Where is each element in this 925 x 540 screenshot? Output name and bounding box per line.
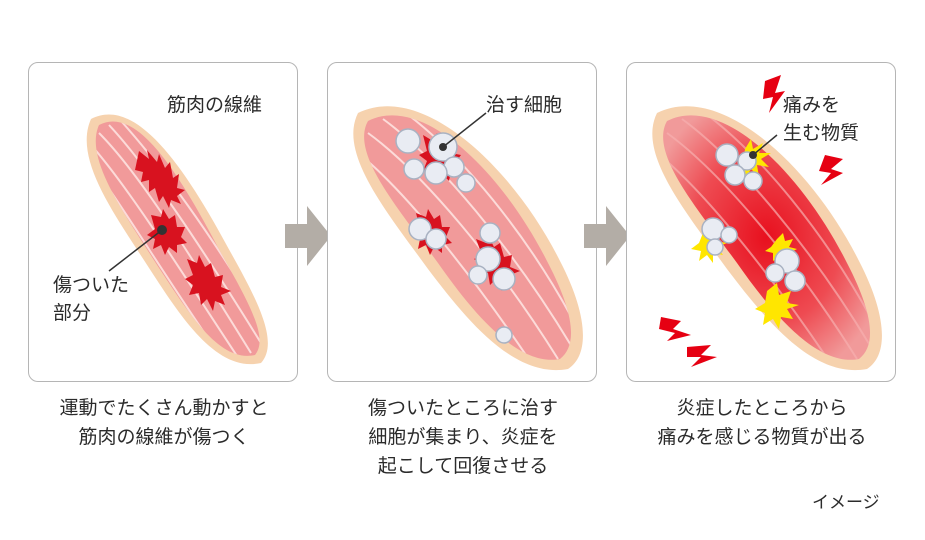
lightning-icon (659, 75, 843, 367)
label-substance: 生む物質 (783, 122, 860, 144)
muscle-body (663, 115, 871, 360)
caption-line: 起こして回復させる (377, 455, 549, 477)
caption-line: 痛みを感じる物質が出る (657, 426, 867, 448)
label-muscle-fiber: 筋肉の線維 (167, 94, 263, 116)
panel-pain-substance: 痛みを 生む物質 (626, 62, 896, 382)
label-part: 部分 (53, 302, 92, 324)
caption-step-3: 炎症したところから 痛みを感じる物質が出る (612, 394, 912, 452)
muscle-illustration-1 (86, 114, 268, 365)
label-damaged: 傷ついた (53, 274, 130, 296)
caption-line: 筋肉の線維が傷つく (78, 426, 250, 448)
leader-line (442, 112, 487, 148)
caption-line: 運動でたくさん動かすと (59, 397, 269, 419)
healing-cells (395, 128, 516, 344)
caption-line: 傷ついたところに治す (367, 397, 558, 419)
cells (701, 143, 806, 292)
caption-step-1: 運動でたくさん動かすと 筋肉の線維が傷つく (14, 394, 314, 452)
leader-line (108, 229, 163, 272)
panel-damaged-fiber: 筋肉の線維 傷ついた 部分 (28, 62, 298, 382)
wound-marks (135, 150, 231, 311)
label-healing-cell: 治す細胞 (486, 94, 563, 116)
panel-healing-cells: 治す細胞 (327, 62, 597, 382)
arrow-right-icon (285, 206, 331, 266)
caption-line: 炎症したところから (676, 397, 848, 419)
leader-line (752, 134, 778, 156)
label-pain: 痛みを (783, 94, 841, 116)
muscle-illustration-2 (353, 106, 583, 371)
caption-line: 細胞が集まり、炎症を (368, 426, 558, 448)
caption-step-2: 傷ついたところに治す 細胞が集まり、炎症を 起こして回復させる (313, 394, 613, 481)
muscle-illustration-3 (652, 75, 882, 371)
arrow-right-icon (584, 206, 630, 266)
image-note: イメージ (812, 493, 880, 513)
